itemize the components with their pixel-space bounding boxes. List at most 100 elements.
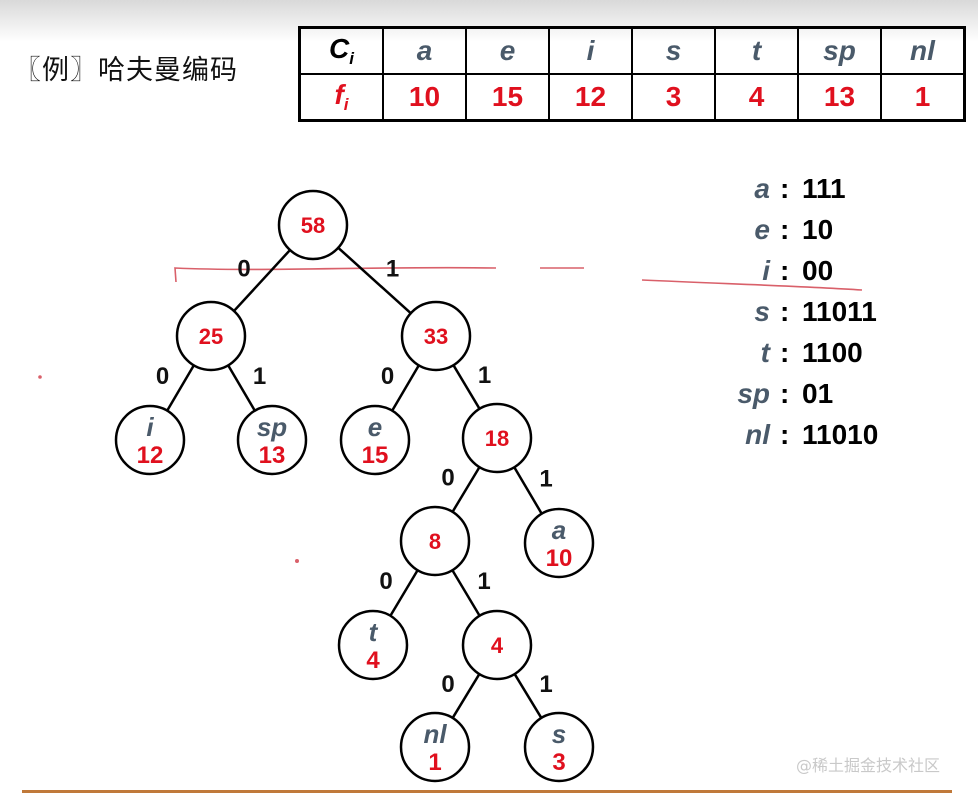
tree-edge-n25-leaf-sp bbox=[227, 364, 256, 412]
symbol-cell: nl bbox=[880, 26, 966, 75]
node-circle bbox=[461, 402, 533, 474]
tree-edge-n25-leaf-i bbox=[166, 364, 195, 412]
code-symbol: e bbox=[754, 214, 770, 245]
edge-bit-label: 1 bbox=[253, 363, 266, 390]
internal-node-4: 4 bbox=[461, 609, 533, 681]
node-weight: 33 bbox=[424, 324, 448, 349]
symbol-cell: t bbox=[714, 26, 799, 75]
node-weight: 12 bbox=[137, 442, 164, 469]
code-row: a:111 bbox=[710, 168, 878, 209]
annotation-stroke bbox=[641, 279, 863, 291]
node-symbol: s bbox=[552, 719, 566, 749]
edge-bit-label: 1 bbox=[477, 568, 490, 595]
leaf-node-i: i12 bbox=[114, 404, 186, 476]
edge-bit-label: 1 bbox=[539, 671, 552, 698]
frequency-cell: 4 bbox=[714, 73, 799, 122]
node-symbol: i bbox=[146, 412, 154, 442]
tree-edge-n18-leaf-a bbox=[513, 466, 543, 515]
edge-bit-label: 1 bbox=[386, 256, 399, 283]
frequency-cell: 3 bbox=[631, 73, 716, 122]
edge-bit-label: 0 bbox=[156, 363, 169, 390]
node-weight: 1 bbox=[428, 749, 441, 776]
tree-edge-n8-leaf-t bbox=[389, 569, 419, 617]
code-bits: 10 bbox=[802, 214, 834, 245]
leaf-node-s: s3 bbox=[523, 711, 595, 783]
node-symbol: a bbox=[552, 515, 566, 545]
edge-bit-label: 0 bbox=[441, 671, 454, 698]
code-colon: : bbox=[780, 173, 790, 204]
annotation-dot bbox=[38, 375, 42, 379]
node-weight: 25 bbox=[199, 324, 223, 349]
node-circle bbox=[114, 404, 186, 476]
frequency-cell: 13 bbox=[797, 73, 882, 122]
node-symbol: e bbox=[368, 412, 382, 442]
code-bits: 00 bbox=[802, 255, 834, 286]
frequency-cell: 15 bbox=[465, 73, 550, 122]
code-row: s:11011 bbox=[710, 291, 878, 332]
edge-bit-label: 0 bbox=[441, 465, 454, 492]
code-symbol: a bbox=[754, 173, 770, 204]
node-weight: 58 bbox=[301, 213, 325, 238]
code-symbol: t bbox=[760, 337, 770, 368]
node-circle bbox=[399, 505, 471, 577]
code-colon: : bbox=[780, 296, 790, 327]
node-circle bbox=[339, 404, 411, 476]
watermark: @稀土掘金技术社区 bbox=[796, 756, 941, 775]
code-colon: : bbox=[780, 214, 790, 245]
hand-annotations bbox=[38, 266, 863, 563]
frequency-cell: 1 bbox=[880, 73, 966, 122]
internal-node-8: 8 bbox=[399, 505, 471, 577]
internal-node-58: 58 bbox=[277, 189, 349, 261]
leaf-node-e: e15 bbox=[339, 404, 411, 476]
slide-title: 〖例〗哈夫曼编码 bbox=[14, 55, 238, 86]
edge-bit-label: 1 bbox=[539, 466, 552, 493]
tree-edge-n8-n4 bbox=[451, 569, 481, 617]
tree-edge-n4-leaf-nl bbox=[451, 673, 481, 719]
symbol-cell: i bbox=[548, 26, 633, 75]
node-symbol: t bbox=[369, 617, 379, 647]
code-symbol: sp bbox=[737, 378, 770, 409]
node-circle bbox=[523, 507, 595, 579]
internal-node-25: 25 bbox=[175, 300, 247, 372]
node-weight: 8 bbox=[429, 529, 441, 554]
node-weight: 10 bbox=[546, 545, 573, 572]
leaf-node-a: a10 bbox=[523, 507, 595, 579]
edge-bit-label: 0 bbox=[381, 363, 394, 390]
node-circle bbox=[461, 609, 533, 681]
bottom-rule bbox=[22, 790, 952, 793]
node-circle bbox=[523, 711, 595, 783]
symbol-cell: e bbox=[465, 26, 550, 75]
node-weight: 4 bbox=[491, 633, 504, 658]
frequency-cell: 12 bbox=[548, 73, 633, 122]
node-weight: 15 bbox=[362, 442, 389, 469]
node-circle bbox=[399, 711, 471, 783]
code-row: sp:01 bbox=[710, 373, 878, 414]
internal-node-18: 18 bbox=[461, 402, 533, 474]
internal-node-33: 33 bbox=[400, 300, 472, 372]
edge-bit-label: 0 bbox=[237, 256, 250, 283]
code-bits: 1100 bbox=[802, 337, 863, 368]
node-weight: 13 bbox=[259, 442, 286, 469]
code-row: t:1100 bbox=[710, 332, 878, 373]
node-weight: 18 bbox=[485, 426, 509, 451]
node-weight: 4 bbox=[366, 647, 380, 674]
leaf-node-t: t4 bbox=[337, 609, 409, 681]
node-circle bbox=[400, 300, 472, 372]
node-symbol: sp bbox=[257, 412, 287, 442]
code-row: e:10 bbox=[710, 209, 878, 250]
code-bits: 111 bbox=[802, 173, 846, 204]
code-list: a:111 e:10 i:00 s:11011 t:1100 sp:01 nl:… bbox=[710, 168, 878, 455]
code-colon: : bbox=[780, 255, 790, 286]
symbol-row: Ci a e i s t sp nl bbox=[298, 26, 966, 75]
node-circle bbox=[236, 404, 308, 476]
annotation-dot bbox=[295, 559, 299, 563]
frequency-header: fi bbox=[298, 73, 384, 122]
node-circle bbox=[337, 609, 409, 681]
code-bits: 11011 bbox=[802, 296, 877, 327]
symbol-header: Ci bbox=[298, 26, 384, 75]
frequency-row: fi 10 15 12 3 4 13 1 bbox=[298, 73, 966, 122]
